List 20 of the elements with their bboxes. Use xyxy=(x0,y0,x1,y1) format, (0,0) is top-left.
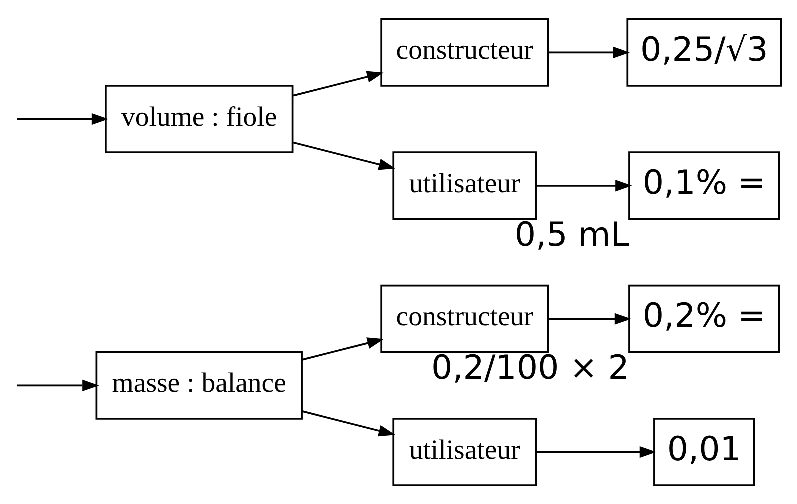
node-box: 0,25/√3 xyxy=(626,18,782,86)
arrow xyxy=(17,112,109,125)
node-box: constructeur xyxy=(380,284,550,353)
arrow xyxy=(548,312,632,324)
node-box: constructeur xyxy=(380,18,550,86)
arrow xyxy=(536,180,632,192)
arrow xyxy=(302,410,396,436)
arrow xyxy=(548,46,630,58)
arrow xyxy=(302,337,384,360)
node-box: 0,01 xyxy=(654,418,756,486)
node-box: 0,1% = xyxy=(628,151,780,220)
arrow xyxy=(536,446,657,458)
node-box: utilisateur xyxy=(392,151,537,220)
arrow xyxy=(293,141,396,170)
node-box: utilisateur xyxy=(392,418,537,486)
node-box: masse : balance xyxy=(96,350,303,420)
arrow xyxy=(17,379,100,392)
node-box: volume : fiole xyxy=(105,84,294,154)
arrow xyxy=(293,70,384,96)
node-box: 0,2% = xyxy=(628,284,780,353)
